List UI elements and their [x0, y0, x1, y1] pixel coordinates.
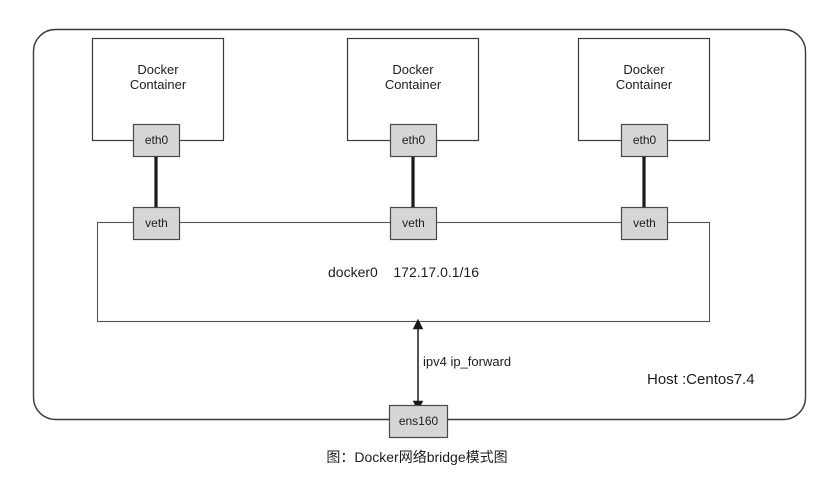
ens160-label: ens160: [398, 414, 439, 428]
container-box-1: [91, 37, 225, 142]
container-box-3: [577, 37, 711, 142]
veth-box-2: [389, 206, 438, 241]
eth0-box-1: [132, 123, 181, 158]
veth-label-1: veth: [145, 216, 168, 230]
ens160-box: [388, 404, 449, 439]
eth0-box-2: [389, 123, 438, 158]
eth0-box-3: [620, 123, 669, 158]
veth-label-2: veth: [402, 216, 425, 230]
veth-box-1: [132, 206, 181, 241]
eth0-label-2: eth0: [401, 133, 426, 147]
container-title-line1: Docker: [623, 62, 665, 77]
container-title-line1: Docker: [137, 62, 179, 77]
container-title-line2: Container: [384, 77, 442, 93]
docker0-label: docker0 172.17.0.1/16: [328, 264, 479, 280]
ip-forward-label: ipv4 ip_forward: [423, 354, 512, 369]
host-os-label: Host :Centos7.4: [647, 371, 755, 388]
veth-label-3: veth: [633, 216, 656, 230]
container-title-line1: Docker: [392, 62, 434, 77]
container-title-line2: Container: [129, 77, 187, 93]
veth-box-3: [620, 206, 669, 241]
eth0-label-3: eth0: [632, 133, 657, 147]
figure-caption: 图：Docker网络bridge模式图: [326, 449, 508, 465]
container-box-2: [346, 37, 480, 142]
eth0-label-1: eth0: [144, 133, 169, 147]
container-title-line2: Container: [615, 77, 673, 93]
